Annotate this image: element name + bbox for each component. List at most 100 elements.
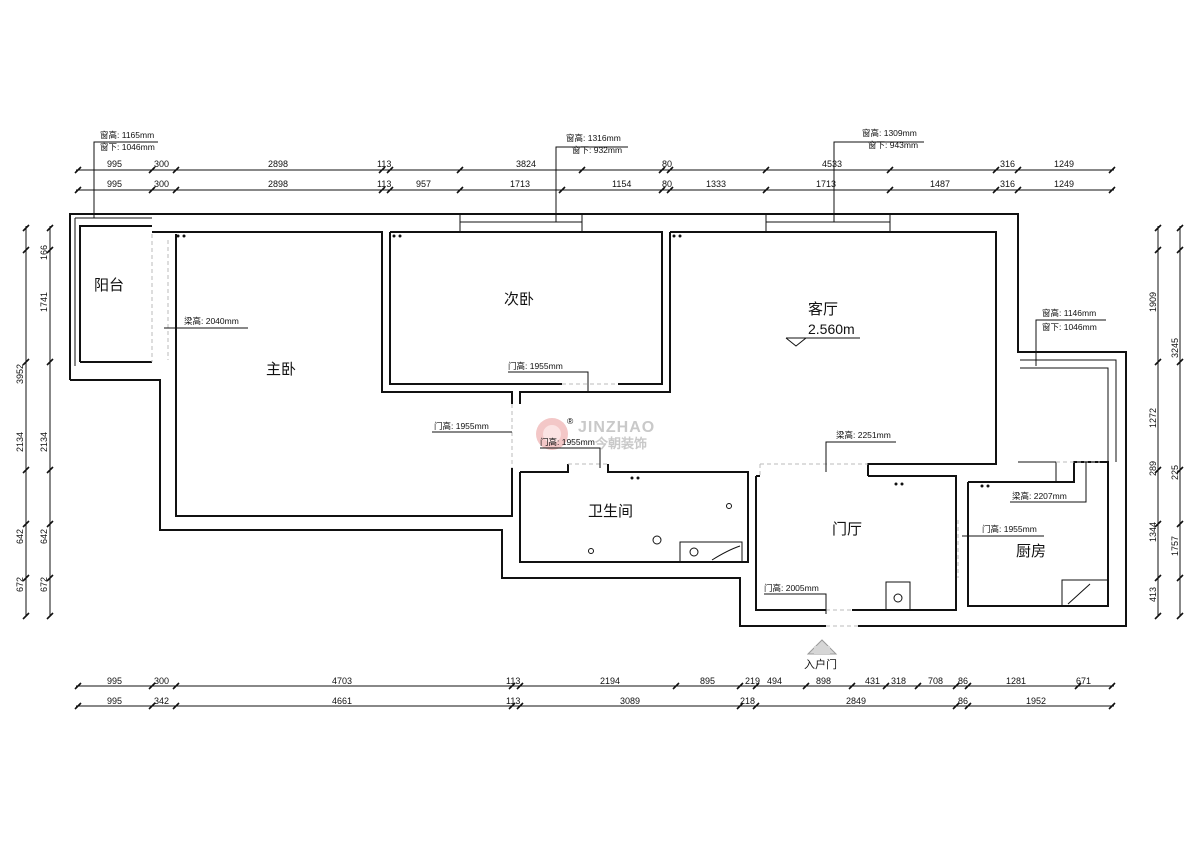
dim-text: 2194 (600, 676, 620, 686)
note-beam-master: 梁高: 2040mm (184, 316, 239, 326)
dim-text: 4661 (332, 696, 352, 706)
dim-text: 2898 (268, 159, 288, 169)
dim-text: 1487 (930, 179, 950, 189)
bathroom (519, 463, 749, 563)
dim-text: 113 (506, 696, 520, 706)
dim-text: 1713 (816, 179, 836, 189)
room-label-kitchen: 厨房 (1016, 543, 1046, 560)
dim-text: 318 (891, 676, 906, 686)
dim-text: 2849 (846, 696, 866, 706)
dim-text: 300 (154, 179, 169, 189)
dim-text: 4533 (822, 159, 842, 169)
dim-text: 3245 (1170, 338, 1180, 358)
entrance-label: 入户门 (804, 657, 837, 671)
dim-text: 671 (1076, 676, 1091, 686)
note-window-2-height: 窗高: 1316mm (566, 133, 621, 143)
bottom-dimensions-row-2: 995 342 4661 113 3089 218 2849 86 1952 (107, 696, 1046, 706)
note-window-2-sill: 窗下: 932mm (572, 145, 622, 155)
company-logo: ® JINZHAO 今朝装饰 (536, 416, 655, 451)
dim-text: 672 (15, 577, 25, 592)
note-window-3-sill: 窗下: 943mm (868, 140, 918, 150)
room-label-master-bedroom: 主卧 (266, 361, 296, 378)
dim-text: 995 (107, 179, 122, 189)
dim-text: 2898 (268, 179, 288, 189)
room-label-living-room: 客厅 (808, 301, 838, 318)
left-dimensions: 3952 2134 642 672 166 1741 2134 642 672 (15, 245, 49, 592)
dim-text: 1741 (39, 292, 49, 312)
dim-text: 413 (1148, 587, 1158, 602)
bathroom-counter (679, 541, 743, 563)
note-door-kitchen: 门高: 1955mm (982, 524, 1037, 534)
dim-text: 300 (154, 676, 169, 686)
kitchen-counter (1061, 579, 1109, 607)
foyer (755, 464, 959, 655)
dim-text: 1249 (1054, 159, 1074, 169)
dim-text: 1952 (1026, 696, 1046, 706)
note-beam-living: 梁高: 2251mm (836, 430, 891, 440)
dim-text: 642 (15, 529, 25, 544)
note-window-4-sill: 窗下: 1046mm (1042, 322, 1097, 332)
logo-registered-mark: ® (567, 416, 574, 426)
dim-text: 1249 (1054, 179, 1074, 189)
dimension-lines (22, 166, 1184, 710)
dim-text: 225 (1170, 465, 1180, 480)
top-dimensions-row-2: 995 300 2898 113 957 1713 1154 80 1333 1… (107, 179, 1074, 189)
top-dimensions-row-1: 995 300 2898 113 3824 80 4533 316 1249 (107, 159, 1074, 169)
note-window-4-height: 窗高: 1146mm (1042, 308, 1096, 318)
note-window-1-sill: 窗下: 1046mm (100, 142, 155, 152)
dim-text: 995 (107, 159, 122, 169)
dim-text: 80 (662, 159, 672, 169)
dim-text: 1344 (1148, 522, 1158, 542)
note-door-second: 门高: 1955mm (508, 361, 563, 371)
dim-text: 1713 (510, 179, 530, 189)
dim-text: 219 (745, 676, 760, 686)
dim-text: 2134 (15, 432, 25, 452)
logo-text-cn: 今朝装饰 (594, 436, 647, 451)
dim-text: 86 (958, 676, 968, 686)
dim-text: 2134 (39, 432, 49, 452)
exterior-walls (69, 213, 1127, 627)
room-label-second-bedroom: 次卧 (504, 291, 534, 308)
dim-text: 494 (767, 676, 782, 686)
dim-text: 995 (107, 676, 122, 686)
living-room (519, 214, 997, 476)
dim-text: 1272 (1148, 408, 1158, 428)
room-label-balcony: 阳台 (94, 277, 124, 294)
note-door-bath: 门高: 1955mm (540, 437, 595, 447)
note-door-entry: 门高: 2005mm (764, 583, 819, 593)
dim-text: 672 (39, 577, 49, 592)
second-bedroom (389, 214, 663, 385)
dim-text: 1154 (612, 179, 631, 189)
note-door-master: 门高: 1955mm (434, 421, 489, 431)
balcony (74, 217, 153, 366)
dim-text: 1281 (1006, 676, 1026, 686)
floor-level-label: 2.560m (808, 321, 855, 337)
logo-text-en: JINZHAO (578, 419, 655, 436)
kitchen (967, 359, 1117, 607)
dim-text: 895 (700, 676, 715, 686)
dim-text: 957 (416, 179, 431, 189)
dim-text: 113 (377, 159, 391, 169)
dim-text: 4703 (332, 676, 352, 686)
note-leaders (93, 141, 1106, 614)
dim-text: 431 (865, 676, 880, 686)
dim-text: 642 (39, 529, 49, 544)
dim-text: 86 (958, 696, 968, 706)
dim-text: 316 (1000, 159, 1015, 169)
right-dimensions: 1909 1272 289 1344 413 3245 225 1757 (1148, 292, 1180, 602)
dim-text: 3952 (15, 364, 25, 384)
note-window-1-height: 窗高: 1165mm (100, 130, 154, 140)
dim-text: 113 (506, 676, 520, 686)
dim-text: 1909 (1148, 292, 1158, 312)
dim-text: 1333 (706, 179, 726, 189)
dim-text: 166 (39, 245, 49, 260)
dim-text: 342 (154, 696, 169, 706)
dim-text: 113 (377, 179, 391, 189)
dim-text: 300 (154, 159, 169, 169)
foyer-cabinet (885, 581, 911, 611)
bottom-dimensions-row-1: 995 300 4703 113 2194 895 219 494 898 43… (107, 676, 1091, 686)
note-window-3-height: 窗高: 1309mm (862, 128, 917, 138)
dim-text: 80 (662, 179, 672, 189)
dim-text: 218 (740, 696, 755, 706)
